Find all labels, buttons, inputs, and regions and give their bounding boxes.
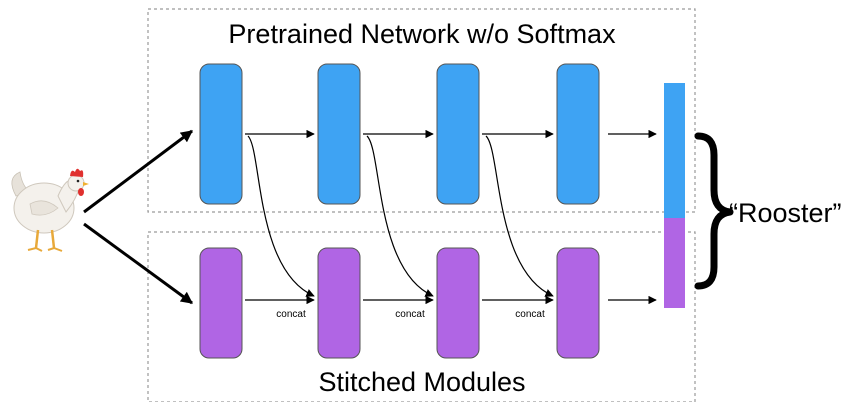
pretrained-module-2	[317, 63, 361, 205]
curly-brace	[694, 132, 734, 290]
stitched-modules-title: Stitched Modules	[318, 367, 525, 397]
stitched-module-3	[436, 247, 480, 359]
output-label: “Rooster”	[729, 198, 842, 228]
concat-label-3: concat	[515, 309, 545, 320]
output-bar-stitched	[664, 218, 685, 308]
pretrained-module-1	[199, 63, 243, 205]
skip-connection-3	[485, 135, 554, 297]
skip-connection-1	[247, 135, 315, 297]
output-bar-pretrained	[664, 83, 685, 218]
rooster-icon	[11, 168, 89, 252]
stitched-module-2	[317, 247, 361, 359]
stitched-module-4	[556, 247, 600, 359]
pretrained-network-box	[147, 8, 696, 213]
stitched-module-1	[199, 247, 243, 359]
input-arrow-top	[83, 129, 193, 214]
pretrained-module-3	[436, 63, 480, 205]
concat-label-2: concat	[395, 309, 425, 320]
stitched-modules-box	[147, 231, 696, 402]
pretrained-module-4	[556, 63, 600, 205]
input-arrow-bottom	[83, 222, 193, 305]
pretrained-network-title: Pretrained Network w/o Softmax	[228, 19, 616, 49]
skip-connection-2	[366, 135, 434, 297]
concat-label-1: concat	[276, 309, 306, 320]
